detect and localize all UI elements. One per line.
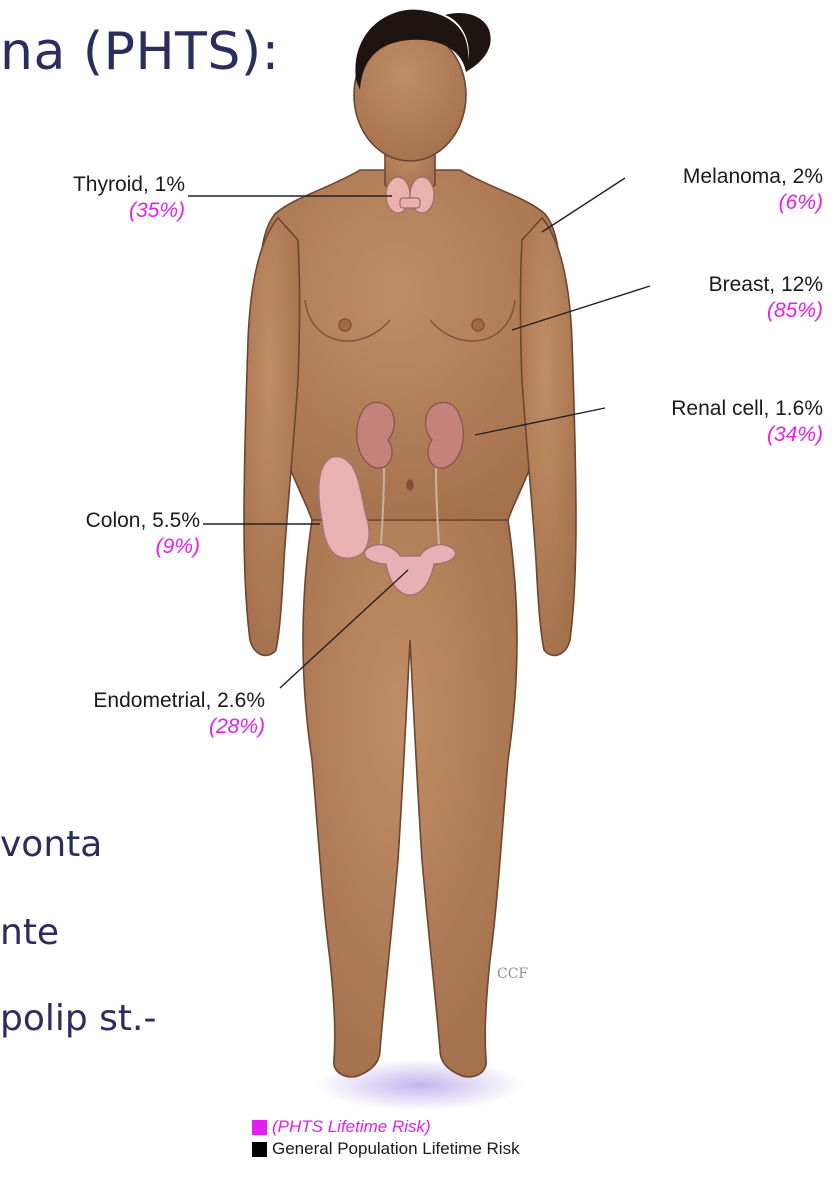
label-renal-cell: Renal cell, 1.6% (34%) xyxy=(610,396,823,448)
legend-swatch-phts xyxy=(252,1120,267,1135)
label-thyroid: Thyroid, 1% (35%) xyxy=(70,172,185,224)
label-colon: Colon, 5.5% (9%) xyxy=(30,508,200,560)
endometrial-phts-risk: (28%) xyxy=(60,714,265,740)
legend-swatch-general xyxy=(252,1142,267,1157)
label-endometrial: Endometrial, 2.6% (28%) xyxy=(60,688,265,740)
endometrial-general-risk: Endometrial, 2.6% xyxy=(60,688,265,714)
legend-label-general: General Population Lifetime Risk xyxy=(272,1138,520,1160)
legend-row-general: General Population Lifetime Risk xyxy=(252,1138,520,1160)
colon-phts-risk: (9%) xyxy=(30,534,200,560)
renal-general-risk: Renal cell, 1.6% xyxy=(610,396,823,422)
legend: (PHTS Lifetime Risk) General Population … xyxy=(252,1116,520,1160)
legend-label-phts: (PHTS Lifetime Risk) xyxy=(272,1116,431,1138)
thyroid-general-risk: Thyroid, 1% xyxy=(70,172,185,198)
legend-row-phts: (PHTS Lifetime Risk) xyxy=(252,1116,520,1138)
figure-body xyxy=(244,29,576,1077)
label-melanoma: Melanoma, 2% (6%) xyxy=(620,164,823,216)
melanoma-phts-risk: (6%) xyxy=(620,190,823,216)
colon-general-risk: Colon, 5.5% xyxy=(30,508,200,534)
renal-phts-risk: (34%) xyxy=(610,422,823,448)
melanoma-general-risk: Melanoma, 2% xyxy=(620,164,823,190)
label-breast: Breast, 12% (85%) xyxy=(650,272,823,324)
breast-general-risk: Breast, 12% xyxy=(650,272,823,298)
thyroid-phts-risk: (35%) xyxy=(70,198,185,224)
ccf-watermark: CCF xyxy=(497,966,528,982)
breast-phts-risk: (85%) xyxy=(650,298,823,324)
